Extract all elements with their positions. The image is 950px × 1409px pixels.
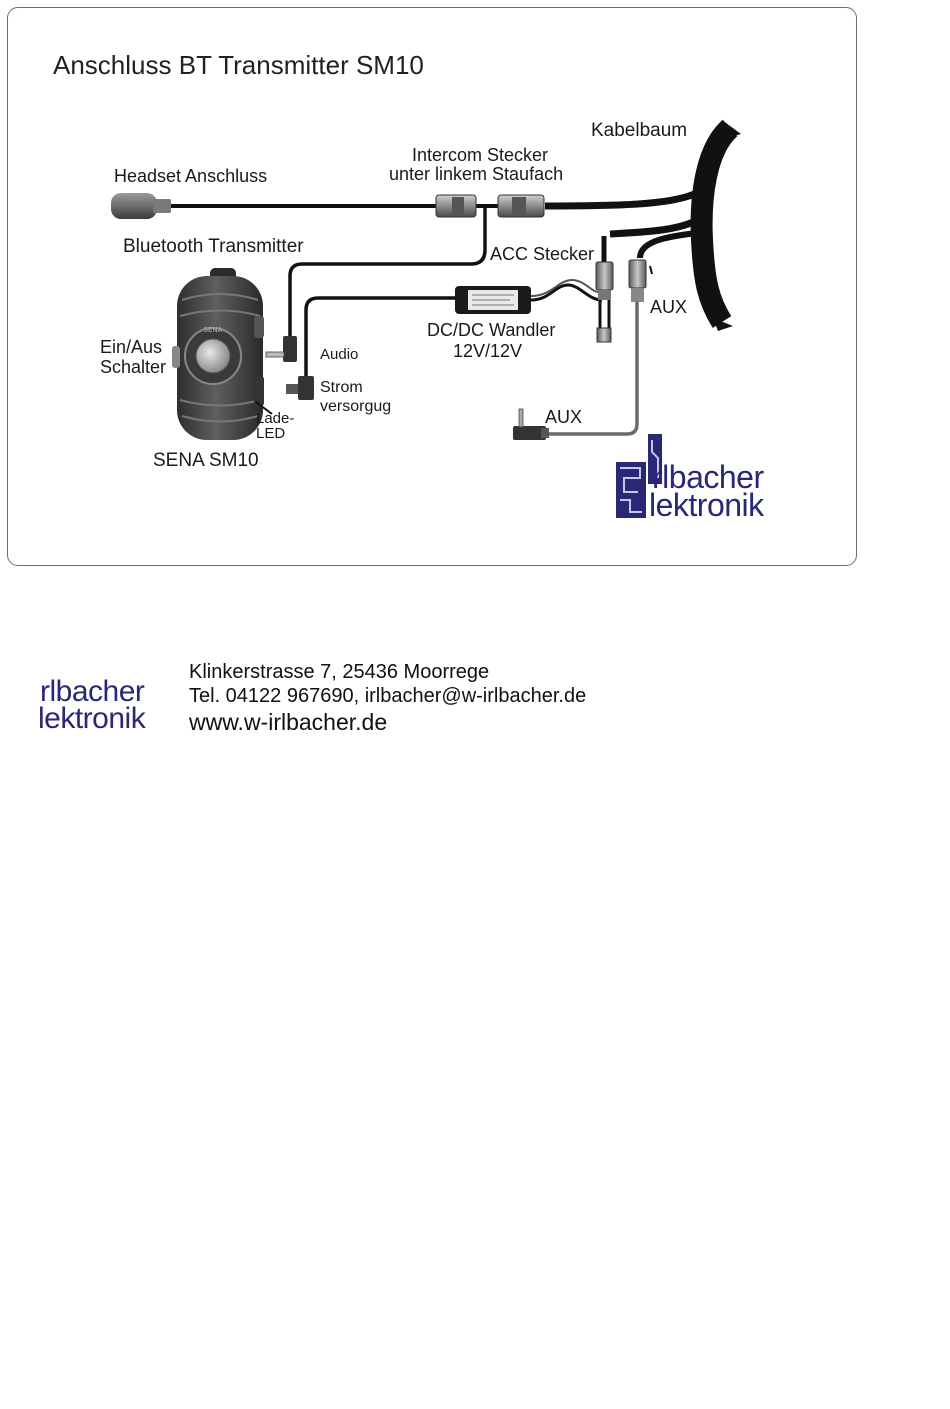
diagram-logo-line2: lektronik [649,487,764,523]
label-aux-top: AUX [650,297,688,317]
label-audio: Audio [320,346,359,363]
label-kabelbaum: Kabelbaum [591,120,688,141]
label-intercom-line2: unter linkem Staufach [389,164,564,184]
power-plug [286,376,314,400]
label-headset: Headset Anschluss [114,166,268,186]
label-ein-aus-line1: Ein/Aus [100,337,163,357]
diagram-frame [7,7,857,566]
label-intercom-line1: Intercom Stecker [412,145,549,165]
footer-logo-line2: lektronik [38,702,146,735]
label-lade-line2: LED [256,425,286,442]
diagram-title: Anschluss BT Transmitter SM10 [53,50,424,80]
irlbacher-logo-mark [616,434,662,518]
audio-plug [265,336,297,362]
footer-contact: Tel. 04122 967690, irlbacher@w-irlbacher… [189,685,587,707]
svg-text:SENA: SENA [204,326,223,334]
kabelbaum-harness [544,119,741,331]
aux-connector-top [628,259,653,302]
acc-connector [595,236,614,343]
footer-address: Klinkerstrasse 7, 25436 Moorrege [189,661,490,683]
label-dcdc-line2: 12V/12V [453,341,523,361]
audio-cable [288,208,487,336]
footer-website[interactable]: www.w-irlbacher.de [189,709,388,735]
label-ein-aus-line2: Schalter [100,357,167,377]
label-aux-bottom: AUX [545,407,583,427]
intercom-connector-right [497,194,545,218]
footer-logo-line1: rlbacher [40,675,145,708]
aux-jack [513,408,549,440]
sena-device: SENA [172,268,273,440]
diagram-logo-line1: rlbacher [652,459,764,495]
label-bluetooth: Bluetooth Transmitter [123,236,304,257]
power-cable [304,296,456,378]
label-strom-line2: versorgug [320,398,392,415]
wiring-diagram: SENA [111,119,741,518]
label-lade-line1: Lade- [256,410,295,427]
label-sena: SENA SM10 [153,450,259,471]
aux-cable [548,302,639,436]
label-strom-line1: Strom [320,379,363,396]
intercom-connector-left [435,194,477,218]
dcdc-converter [455,286,531,314]
label-acc: ACC Stecker [490,244,595,264]
headset-plug [111,193,171,219]
label-dcdc-line1: DC/DC Wandler [427,320,556,340]
